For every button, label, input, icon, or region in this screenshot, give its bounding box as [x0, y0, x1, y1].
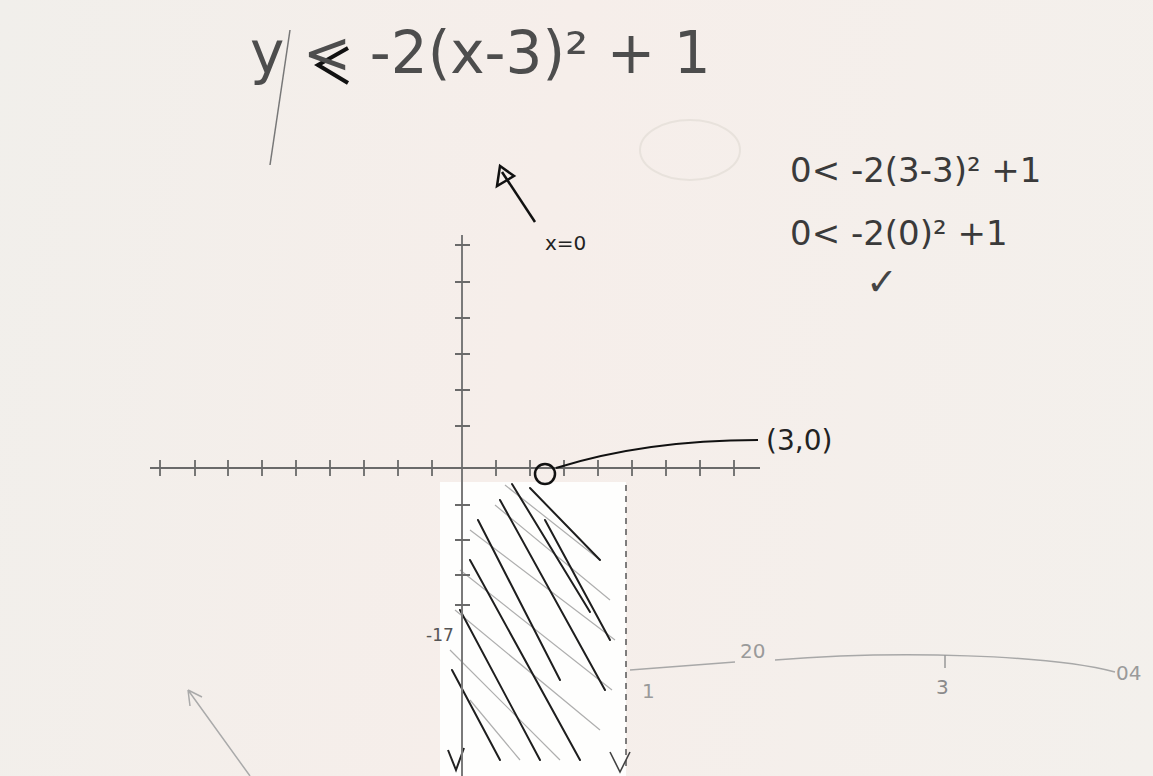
boundary-line — [625, 485, 627, 770]
faint-number: 1 — [642, 680, 655, 702]
faint-tick — [944, 655, 946, 668]
faint-number: 04 — [1116, 662, 1141, 684]
test-step: 0< -2(0)² +1 — [790, 215, 1008, 252]
x-axis — [150, 467, 760, 469]
arrow-head — [610, 752, 630, 772]
faint-number: 20 — [740, 640, 765, 662]
check-mark: ✓ — [866, 262, 898, 304]
inequality-title: y < -2(x-3)² + 1 — [250, 22, 711, 86]
pencil-scribble — [450, 485, 615, 760]
faint-curve — [630, 655, 1115, 672]
point-label: (3,0) — [766, 426, 832, 457]
faint-arrow — [188, 690, 250, 776]
arrow-head — [497, 166, 514, 186]
vertex-point — [535, 464, 555, 484]
axis-ticks — [160, 245, 734, 605]
test-step: 0< -2(3-3)² +1 — [790, 152, 1041, 189]
axis-value: -17 — [426, 626, 454, 645]
hatch-lines — [452, 484, 610, 760]
axis-note: x=0 — [545, 232, 586, 254]
shaded-region — [440, 482, 626, 776]
smudge — [640, 120, 740, 180]
faint-number: 3 — [936, 676, 949, 698]
leader-line — [556, 440, 758, 468]
